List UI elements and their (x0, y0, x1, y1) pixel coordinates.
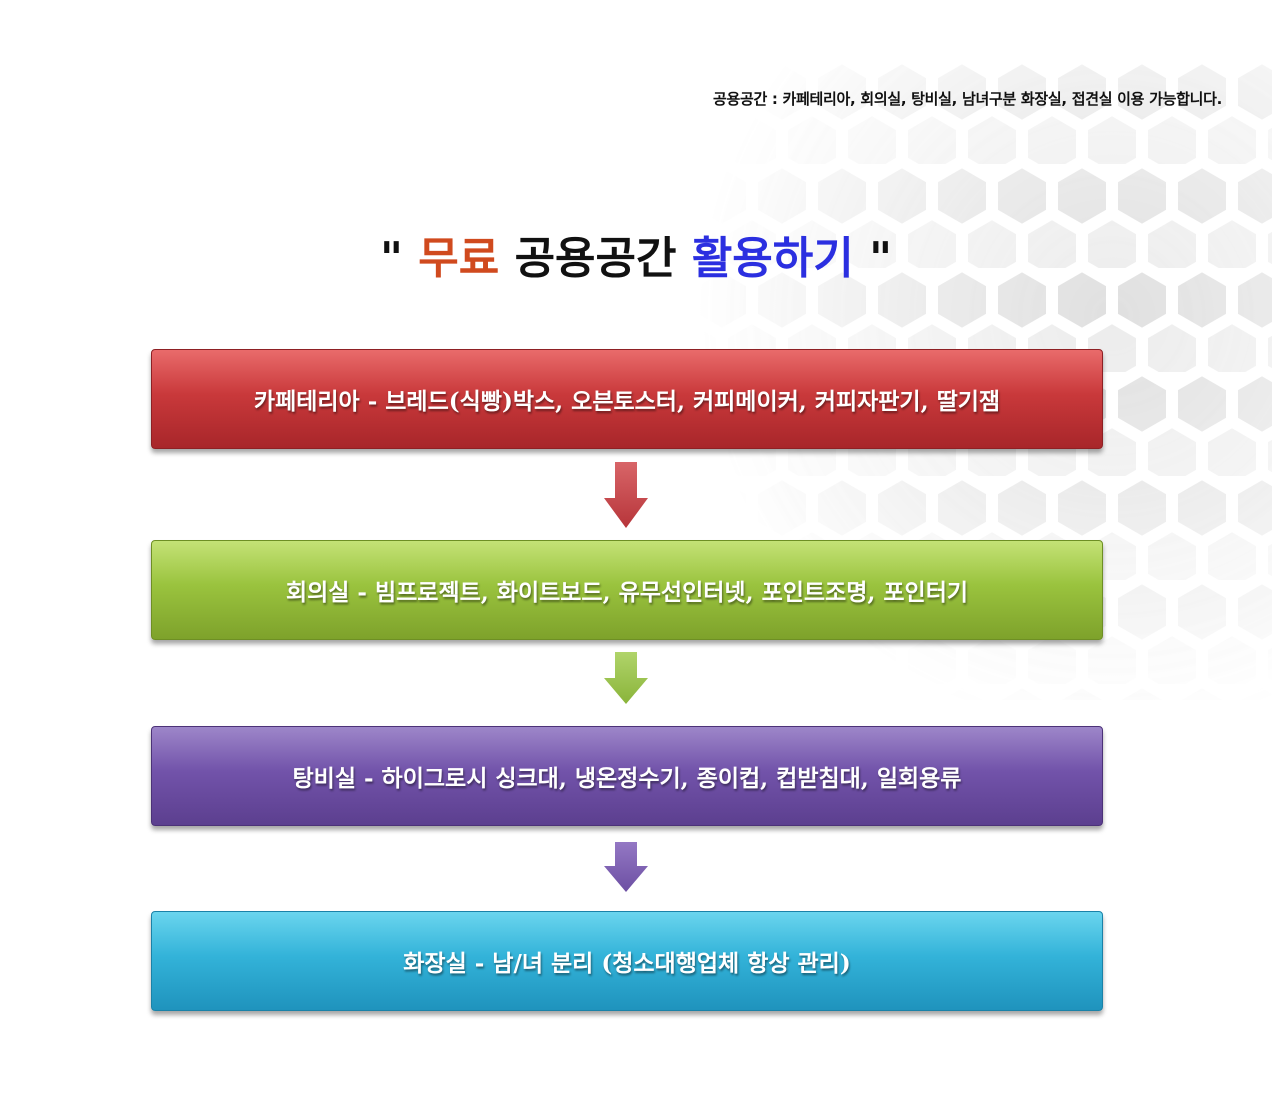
title-word-use: 활용하기 (691, 233, 854, 284)
title-open-quote: " (380, 233, 403, 284)
step-cafeteria: 카페테리아 - 브레드(식빵)박스, 오븐토스터, 커피메이커, 커피자판기, … (151, 349, 1103, 449)
down-arrow-icon (604, 462, 648, 528)
step-meeting-room-label: 회의실 - 빔프로젝트, 화이트보드, 유무선인터넷, 포인트조명, 포인터기 (285, 579, 969, 606)
down-arrow-icon (604, 842, 648, 892)
step-pantry-label: 탕비실 - 하이그로시 싱크대, 냉온정수기, 종이컵, 컵받침대, 일회용류 (292, 765, 962, 792)
step-meeting-room: 회의실 - 빔프로젝트, 화이트보드, 유무선인터넷, 포인트조명, 포인터기 (151, 540, 1103, 640)
step-pantry: 탕비실 - 하이그로시 싱크대, 냉온정수기, 종이컵, 컵받침대, 일회용류 (151, 726, 1103, 826)
shared-space-note: 공용공간 : 카페테리아, 회의실, 탕비실, 남녀구분 화장실, 접견실 이용… (713, 90, 1222, 108)
title-word-shared-space: 공용공간 (514, 233, 677, 284)
title-word-free: 무료 (418, 233, 500, 284)
step-restroom: 화장실 - 남/녀 분리 (청소대행업체 항상 관리) (151, 911, 1103, 1011)
title-close-quote: " (869, 233, 892, 284)
step-restroom-label: 화장실 - 남/녀 분리 (청소대행업체 항상 관리) (403, 950, 851, 977)
step-cafeteria-label: 카페테리아 - 브레드(식빵)박스, 오븐토스터, 커피메이커, 커피자판기, … (253, 388, 1001, 415)
down-arrow-icon (604, 652, 648, 704)
page-title: " 무료 공용공간 활용하기 " (0, 222, 1272, 286)
